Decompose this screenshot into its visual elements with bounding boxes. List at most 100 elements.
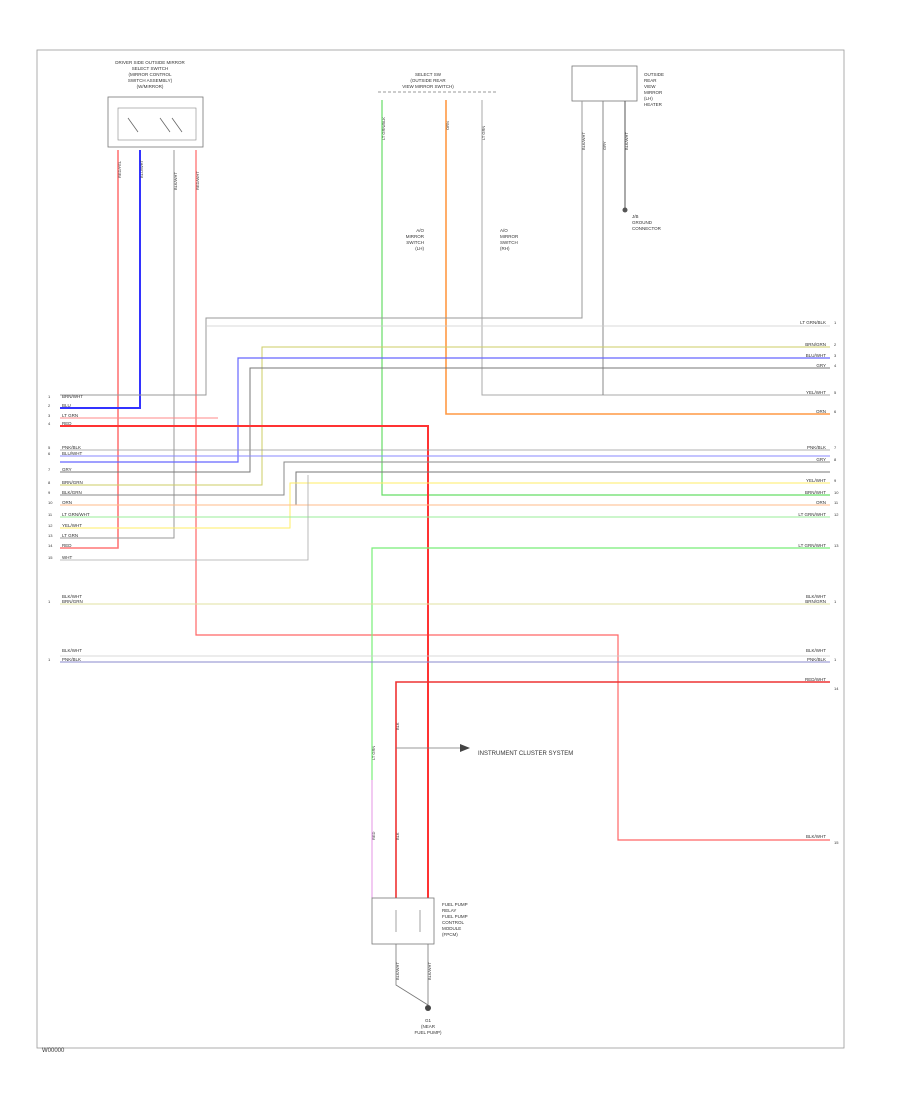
svg-text:BRN/GRN: BRN/GRN: [62, 599, 83, 604]
left-pin-numbers: 1 2 3 4 5 6 7 8 9 10 11 12 13 14 15 1 1: [48, 394, 53, 662]
outside-rear-view-switch: SELECT SW (OUTSIDE REAR VIEW MIRROR SWIT…: [378, 72, 497, 93]
svg-text:SWITCH: SWITCH: [406, 240, 424, 245]
svg-text:LT GRN: LT GRN: [371, 746, 376, 760]
svg-text:3: 3: [48, 413, 51, 418]
vertical-wire-tags: RED/YEL BLU/WHT BLK/WHT RED/WHT LT GRN/B…: [117, 117, 629, 980]
svg-text:6: 6: [48, 451, 51, 456]
svg-text:ORN: ORN: [816, 500, 826, 505]
svg-text:15: 15: [834, 840, 839, 845]
svg-text:BLK/WHT: BLK/WHT: [62, 648, 82, 653]
svg-text:LT GRN: LT GRN: [62, 413, 78, 418]
wire-gry-center: [481, 100, 830, 396]
wire-module-ground-1: [395, 944, 429, 1006]
svg-text:12: 12: [48, 523, 53, 528]
page-code: W00000: [42, 1048, 65, 1054]
svg-text:9: 9: [48, 490, 51, 495]
svg-text:6: 6: [834, 409, 837, 414]
svg-text:PNK/BLK: PNK/BLK: [62, 445, 81, 450]
mirror-select-switch: DRIVER SIDE OUTSIDE MIRROR SELECT SWITCH…: [107, 60, 204, 148]
wire-h-2: [60, 346, 830, 486]
svg-text:VIEW MIRROR SWITCH): VIEW MIRROR SWITCH): [402, 84, 454, 89]
svg-text:HEATER: HEATER: [644, 102, 663, 107]
ground-g1: G1 (NEAR FUEL PUMP): [414, 1005, 442, 1035]
svg-text:FUEL PUMP): FUEL PUMP): [414, 1030, 442, 1035]
svg-text:REAR: REAR: [644, 78, 657, 83]
svg-text:LT GRN/WHT: LT GRN/WHT: [798, 512, 826, 517]
svg-text:9: 9: [834, 478, 837, 483]
svg-text:GRY: GRY: [602, 141, 607, 150]
wire-h-13: [371, 547, 830, 898]
svg-text:8: 8: [834, 457, 837, 462]
svg-text:(LH): (LH): [644, 96, 653, 101]
right-wire-labels: LT GRN/BLK BRN/GRN BLU/WHT GRY YEL/WHT O…: [798, 320, 826, 839]
svg-text:BRN/WHT: BRN/WHT: [62, 394, 83, 399]
svg-text:1: 1: [48, 394, 51, 399]
svg-text:CONTROL: CONTROL: [442, 920, 464, 925]
svg-text:1: 1: [48, 657, 51, 662]
svg-text:OUTSIDE: OUTSIDE: [644, 72, 664, 77]
svg-text:MIRROR: MIRROR: [644, 90, 663, 95]
svg-text:MIRROR: MIRROR: [406, 234, 425, 239]
svg-text:ORN: ORN: [62, 500, 72, 505]
svg-text:BLK/GRN: BLK/GRN: [62, 490, 82, 495]
right-pin-numbers: 1 2 3 4 5 6 7 8 9 10 11 12 13 1 1 14 15: [834, 320, 839, 845]
svg-text:ORN: ORN: [445, 121, 450, 130]
left-wire-labels: BRN/WHT BLU LT GRN RED PNK/BLK BLU/WHT G…: [62, 394, 90, 662]
svg-text:2: 2: [48, 403, 51, 408]
svg-text:GROUND: GROUND: [632, 220, 653, 225]
wire-h-9: [60, 471, 830, 506]
svg-text:BRN/GRN: BRN/GRN: [805, 342, 826, 347]
wire-h-3: [60, 357, 830, 463]
svg-text:1: 1: [48, 599, 51, 604]
svg-text:BLU: BLU: [62, 403, 71, 408]
diagram-frame: [36, 49, 845, 1049]
svg-text:LT GRN/BLK: LT GRN/BLK: [800, 320, 826, 325]
svg-text:CONNECTOR: CONNECTOR: [632, 226, 662, 231]
wire-h-red-thick: [60, 425, 429, 898]
svg-text:WHT: WHT: [62, 555, 72, 560]
wire-h-4: [60, 367, 830, 473]
svg-text:7: 7: [834, 445, 837, 450]
svg-text:7: 7: [48, 467, 51, 472]
svg-text:BLU/WHT: BLU/WHT: [139, 159, 144, 178]
svg-text:10: 10: [48, 500, 53, 505]
svg-text:1: 1: [834, 320, 837, 325]
fuel-pump-control-module: FUEL PUMP RELAY FUEL PUMP CONTROL MODULE…: [371, 897, 468, 945]
wire-h-14: [60, 475, 309, 561]
svg-text:(OUTSIDE REAR: (OUTSIDE REAR: [410, 78, 446, 83]
svg-text:BLK/WHT: BLK/WHT: [624, 132, 629, 150]
svg-text:SELECT SWITCH: SELECT SWITCH: [132, 66, 168, 71]
svg-text:13: 13: [834, 543, 839, 548]
svg-text:RED/YEL: RED/YEL: [117, 160, 122, 178]
svg-text:BLK/WHT: BLK/WHT: [806, 834, 826, 839]
svg-text:BLK/WHT: BLK/WHT: [395, 962, 400, 980]
wire-h-8: [60, 461, 830, 496]
svg-text:LT GRN/WHT: LT GRN/WHT: [62, 512, 90, 517]
svg-text:RED/WHT: RED/WHT: [805, 677, 826, 682]
svg-text:(LH): (LH): [415, 246, 424, 251]
svg-text:LT GRN/BLK: LT GRN/BLK: [381, 117, 386, 140]
svg-text:BLK/WHT: BLK/WHT: [581, 132, 586, 150]
svg-text:YEL/WHT: YEL/WHT: [806, 390, 826, 395]
svg-text:GRY: GRY: [816, 363, 826, 368]
svg-text:RELAY: RELAY: [442, 908, 456, 913]
svg-text:LT GRN: LT GRN: [62, 533, 78, 538]
svg-text:4: 4: [834, 363, 837, 368]
svg-text:14: 14: [48, 543, 53, 548]
wire-red-left: [60, 150, 119, 549]
svg-text:BRN/GRN: BRN/GRN: [62, 480, 83, 485]
svg-text:SWITCH: SWITCH: [500, 240, 518, 245]
svg-text:RED: RED: [62, 421, 72, 426]
svg-text:INSTRUMENT CLUSTER SYSTEM: INSTRUMENT CLUSTER SYSTEM: [478, 751, 573, 757]
svg-text:5: 5: [48, 445, 51, 450]
mirror-switch-lh: A/O MIRROR SWITCH (LH): [406, 220, 447, 256]
svg-text:11: 11: [834, 500, 839, 505]
svg-text:BLK: BLK: [395, 832, 400, 840]
wire-gry-left: [60, 150, 175, 539]
svg-text:YEL/WHT: YEL/WHT: [62, 523, 82, 528]
svg-text:BLU/WHT: BLU/WHT: [806, 353, 827, 358]
svg-text:PNK/BLK: PNK/BLK: [62, 657, 81, 662]
svg-text:RED: RED: [371, 831, 376, 840]
svg-text:GRY: GRY: [816, 457, 826, 462]
svg-text:LT GRN/WHT: LT GRN/WHT: [798, 543, 826, 548]
